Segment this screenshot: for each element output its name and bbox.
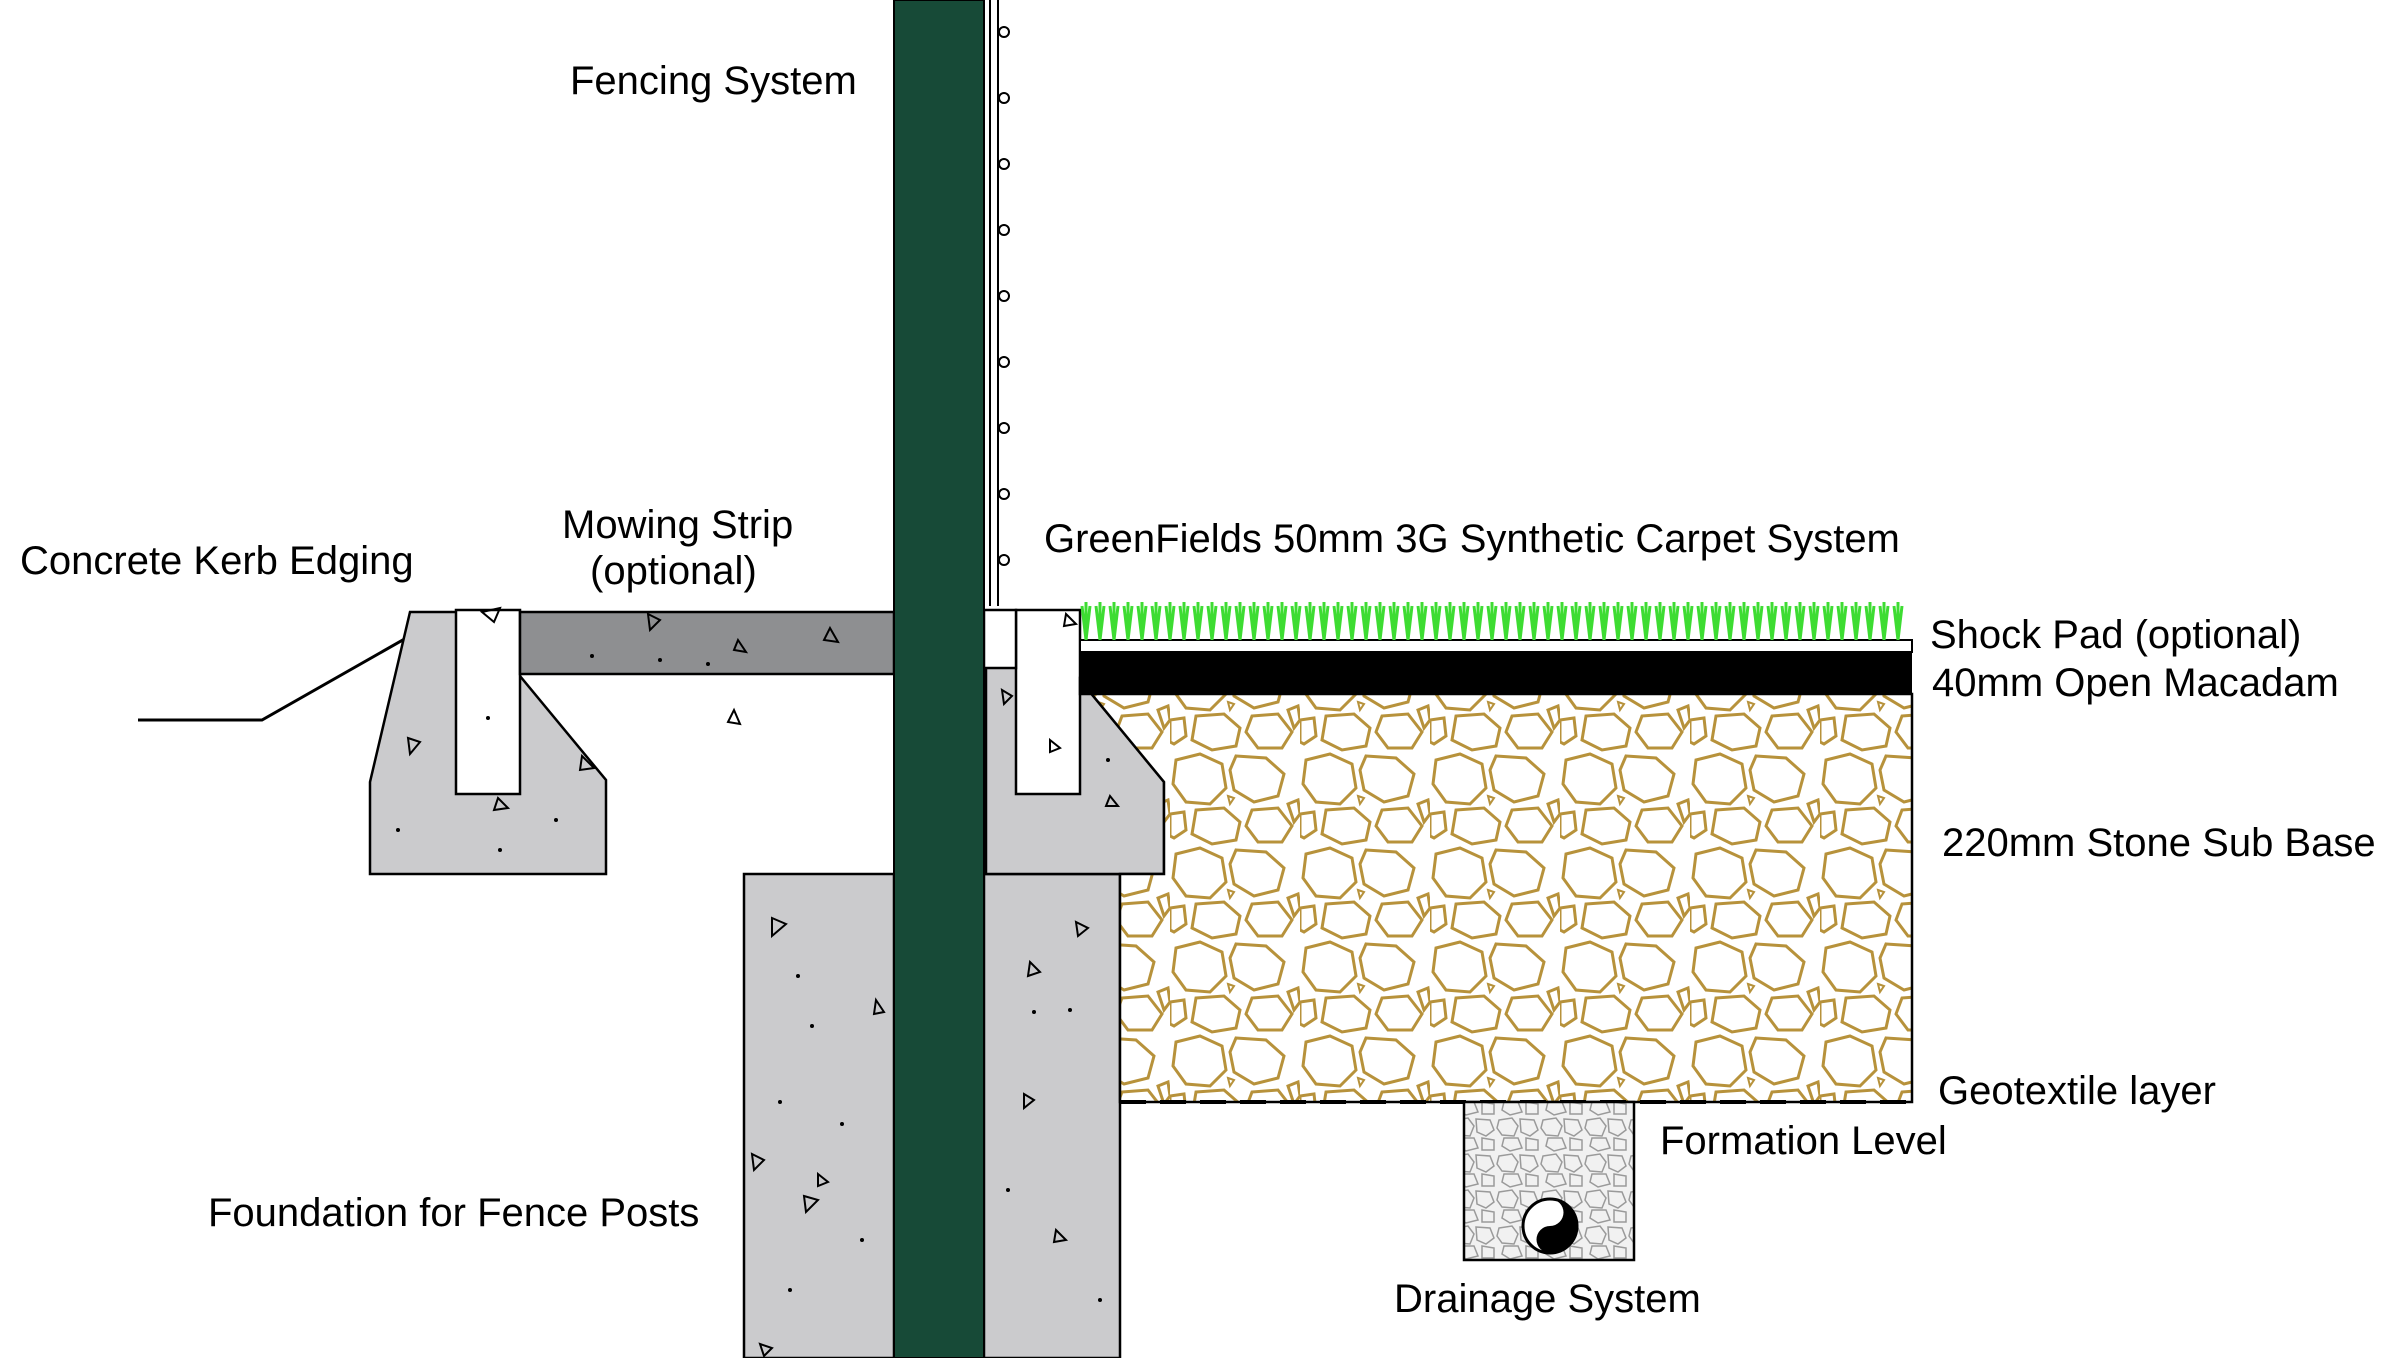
- turf-fibre: [1724, 602, 1736, 641]
- turf-fibre: [1822, 602, 1834, 641]
- open-macadam-label: 40mm Open Macadam: [1932, 661, 2339, 705]
- carpet-system-label: GreenFields 50mm 3G Synthetic Carpet Sys…: [1044, 517, 1900, 561]
- turf-fibre: [1808, 602, 1820, 641]
- drainage-pipe-icon: [1521, 1197, 1579, 1255]
- turf-fibre: [1416, 602, 1428, 641]
- turf-fibre: [1472, 602, 1484, 641]
- turf-fibre: [1836, 602, 1848, 641]
- turf-fibre: [1346, 602, 1358, 641]
- turf-fibre: [1710, 602, 1722, 641]
- turf-fibre: [1304, 602, 1316, 641]
- turf-fibre: [1374, 602, 1386, 641]
- turf-fibre: [1178, 602, 1190, 641]
- synthetic-turf-fibres: [1080, 602, 1904, 641]
- mesh-clip: [998, 158, 1010, 170]
- turf-fibre: [1094, 602, 1106, 641]
- turf-fibre: [1500, 602, 1512, 641]
- fence-post: [893, 0, 985, 1358]
- mesh-clip: [998, 554, 1010, 566]
- ground-line: [138, 610, 453, 722]
- mowing-strip-optional-label: (optional): [590, 549, 757, 593]
- turf-fibre: [1682, 602, 1694, 641]
- concrete-speckles: [396, 654, 1110, 1302]
- mesh-clip: [998, 26, 1010, 38]
- turf-fibre: [1654, 602, 1666, 641]
- turf-fibre: [1794, 602, 1806, 641]
- mowing-strip-label: Mowing Strip: [562, 503, 793, 547]
- turf-fibre: [1458, 602, 1470, 641]
- turf-fibre: [1248, 602, 1260, 641]
- fencing-system-label: Fencing System: [570, 59, 857, 103]
- turf-fibre: [1276, 602, 1288, 641]
- mesh-clip: [998, 92, 1010, 104]
- turf-fibre: [1220, 602, 1232, 641]
- turf-fibre: [1388, 602, 1400, 641]
- turf-fibre: [1668, 602, 1680, 641]
- formation-level-label: Formation Level: [1660, 1119, 1947, 1163]
- mesh-clip: [998, 290, 1010, 302]
- left-concrete-kerb: [454, 608, 522, 796]
- turf-fibre: [1360, 602, 1372, 641]
- open-macadam-layer: [1080, 652, 1912, 694]
- stone-sub-base-label: 220mm Stone Sub Base: [1942, 821, 2376, 865]
- turf-fibre: [1766, 602, 1778, 641]
- turf-fibre: [1570, 602, 1582, 641]
- turf-fibre: [1850, 602, 1862, 641]
- turf-fibre: [1430, 602, 1442, 641]
- turf-fibre: [1598, 602, 1610, 641]
- concrete-kerb-edging-label: Concrete Kerb Edging: [20, 539, 414, 583]
- fence-post-gap: [982, 608, 1018, 670]
- turf-fibre: [1164, 602, 1176, 641]
- turf-fibre: [1542, 602, 1554, 641]
- turf-fibre: [1514, 602, 1526, 641]
- turf-fibre: [1318, 602, 1330, 641]
- turf-fibre: [1080, 602, 1092, 641]
- turf-fibre: [1150, 602, 1162, 641]
- stone-sub-base: [1078, 676, 1914, 1104]
- mesh-clip: [998, 356, 1010, 368]
- turf-fibre: [1612, 602, 1624, 641]
- mesh-clip: [998, 422, 1010, 434]
- shock-pad-label: Shock Pad (optional): [1930, 613, 2301, 657]
- turf-fibre: [1626, 602, 1638, 641]
- turf-fibre: [1780, 602, 1792, 641]
- turf-fibre: [1192, 602, 1204, 641]
- shock-pad-layer: [1079, 639, 1913, 653]
- right-fence-foundation: [982, 872, 1122, 1358]
- turf-fibre: [1262, 602, 1274, 641]
- mesh-clip: [998, 488, 1010, 500]
- turf-fibre: [1290, 602, 1302, 641]
- turf-fibre: [1528, 602, 1540, 641]
- mesh-clip: [998, 224, 1010, 236]
- turf-fibre: [1444, 602, 1456, 641]
- right-concrete-kerb: [1014, 608, 1082, 796]
- foundation-fence-posts-label: Foundation for Fence Posts: [208, 1191, 699, 1235]
- turf-fibre: [1584, 602, 1596, 641]
- turf-fibre: [1332, 602, 1344, 641]
- turf-fibre: [1752, 602, 1764, 641]
- turf-fibre: [1864, 602, 1876, 641]
- drainage-system-label: Drainage System: [1394, 1277, 1701, 1321]
- concrete-aggregate-marks: [406, 606, 1121, 1358]
- turf-fibre: [1402, 602, 1414, 641]
- turf-fibre: [1556, 602, 1568, 641]
- turf-fibre: [1738, 602, 1750, 641]
- turf-fibre: [1640, 602, 1652, 641]
- turf-fibre: [1234, 602, 1246, 641]
- left-fence-foundation: [742, 872, 896, 1358]
- turf-fibre: [1108, 602, 1120, 641]
- turf-fibre: [1136, 602, 1148, 641]
- turf-fibre: [1122, 602, 1134, 641]
- turf-fibre: [1892, 602, 1904, 641]
- turf-fibre: [1696, 602, 1708, 641]
- turf-fibre: [1486, 602, 1498, 641]
- geotextile-layer-label: Geotextile layer: [1938, 1069, 2216, 1113]
- turf-fibre: [1206, 602, 1218, 641]
- turf-fibre: [1878, 602, 1890, 641]
- mesh-fence-panel: [989, 0, 1010, 606]
